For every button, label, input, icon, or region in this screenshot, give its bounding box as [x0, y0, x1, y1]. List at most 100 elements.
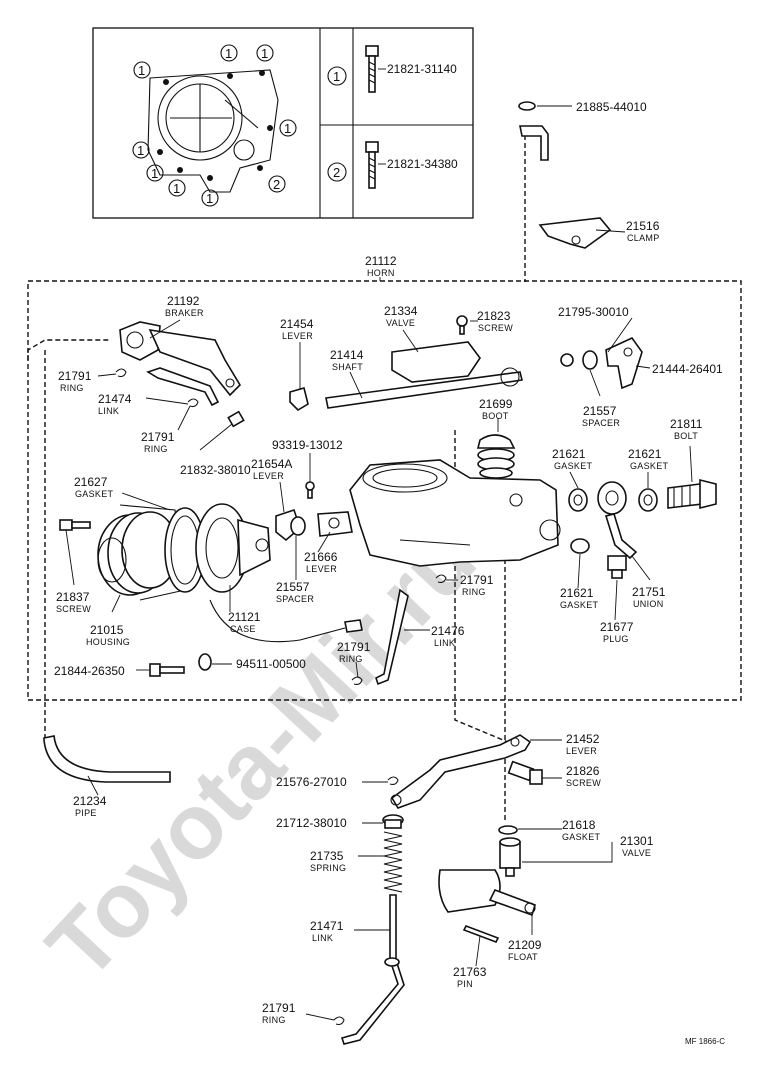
svg-text:GASKET: GASKET [75, 489, 114, 499]
svg-text:21791: 21791 [337, 640, 371, 654]
svg-text:SHAFT: SHAFT [332, 362, 363, 372]
svg-text:1: 1 [138, 63, 145, 78]
watermark: Toyota-Mir.ru [28, 508, 495, 999]
svg-text:CLAMP: CLAMP [627, 233, 660, 243]
part-label-21795-30010: 21795-30010 [558, 305, 629, 319]
part-no-21821-34380: 21821-34380 [387, 157, 458, 171]
link-icon [375, 588, 409, 686]
link-icon [146, 367, 220, 407]
svg-text:2: 2 [273, 177, 280, 192]
svg-text:GASKET: GASKET [554, 461, 593, 471]
svg-text:21192: 21192 [167, 294, 200, 308]
lever-icon [605, 336, 643, 390]
svg-text:21791: 21791 [262, 1001, 296, 1015]
spacer-icon [582, 350, 598, 370]
svg-text:1: 1 [137, 143, 144, 158]
hole-marker-1h: 1 [201, 189, 219, 207]
svg-text:21474: 21474 [98, 392, 132, 406]
svg-text:BOOT: BOOT [482, 411, 509, 421]
svg-text:VALVE: VALVE [386, 318, 415, 328]
ring-icon [333, 1016, 345, 1026]
horn-outline [27, 280, 742, 701]
bracket-icon [519, 125, 549, 161]
plug-icon [607, 555, 627, 579]
svg-text:RING: RING [60, 383, 84, 393]
union-icon [597, 481, 638, 560]
svg-text:21444-26401: 21444-26401 [652, 362, 723, 376]
svg-text:SCREW: SCREW [478, 323, 513, 333]
svg-text:21621: 21621 [628, 447, 662, 461]
svg-text:21735: 21735 [310, 849, 344, 863]
washer-icon [198, 653, 212, 671]
row-marker-1: 1 [327, 66, 347, 86]
case-icon [195, 503, 271, 593]
svg-text:21837: 21837 [56, 590, 90, 604]
svg-text:94511-00500: 94511-00500 [236, 657, 306, 671]
svg-text:BOLT: BOLT [674, 431, 698, 441]
gasket-icon [570, 538, 590, 554]
diagram-code: MF 1866-C [685, 1037, 725, 1046]
svg-text:LEVER: LEVER [282, 331, 313, 341]
svg-text:21454: 21454 [280, 317, 314, 331]
shaft-icon [325, 367, 523, 409]
svg-text:GASKET: GASKET [562, 832, 601, 842]
ring-icon [187, 398, 199, 408]
svg-text:21452: 21452 [566, 732, 600, 746]
needle-valve-icon [499, 837, 521, 877]
svg-text:21209: 21209 [508, 938, 542, 952]
svg-text:21112: 21112 [365, 254, 397, 268]
svg-text:21471: 21471 [310, 919, 344, 933]
hole-marker-1d: 1 [279, 119, 297, 137]
svg-text:21791: 21791 [141, 430, 175, 444]
svg-text:LINK: LINK [98, 406, 119, 416]
svg-text:21699: 21699 [479, 397, 513, 411]
part-label-21444-26401: 21444-26401 [652, 362, 723, 376]
part-label-21885-44010: 21885-44010 [576, 100, 647, 114]
svg-text:FLOAT: FLOAT [508, 952, 538, 962]
link-icon [340, 894, 405, 1045]
svg-text:RING: RING [339, 654, 363, 664]
clamp-icon [538, 217, 612, 249]
svg-text:21791: 21791 [460, 573, 494, 587]
svg-text:1: 1 [284, 121, 291, 136]
gasket-icon [498, 825, 518, 835]
svg-text:LINK: LINK [312, 933, 333, 943]
row-marker-2: 2 [327, 162, 347, 182]
svg-text:LINK: LINK [434, 638, 455, 648]
svg-text:1: 1 [225, 46, 232, 61]
braker-icon [119, 321, 242, 397]
svg-text:21666: 21666 [304, 550, 338, 564]
svg-text:HOUSING: HOUSING [86, 637, 130, 647]
svg-text:21621: 21621 [560, 586, 594, 600]
lever-icon [390, 734, 532, 809]
svg-text:21015: 21015 [90, 623, 124, 637]
ring-icon [435, 574, 447, 584]
svg-text:21795-30010: 21795-30010 [558, 305, 629, 319]
part-label-21844-26350: 21844-26350 [54, 664, 125, 678]
screw-icon [365, 45, 379, 93]
hole-marker-1e: 1 [132, 141, 150, 159]
svg-text:21618: 21618 [562, 818, 596, 832]
svg-text:1: 1 [333, 69, 340, 84]
hole-marker-1a: 1 [133, 61, 151, 79]
svg-text:SCREW: SCREW [56, 604, 91, 614]
svg-text:BRAKER: BRAKER [165, 308, 204, 318]
